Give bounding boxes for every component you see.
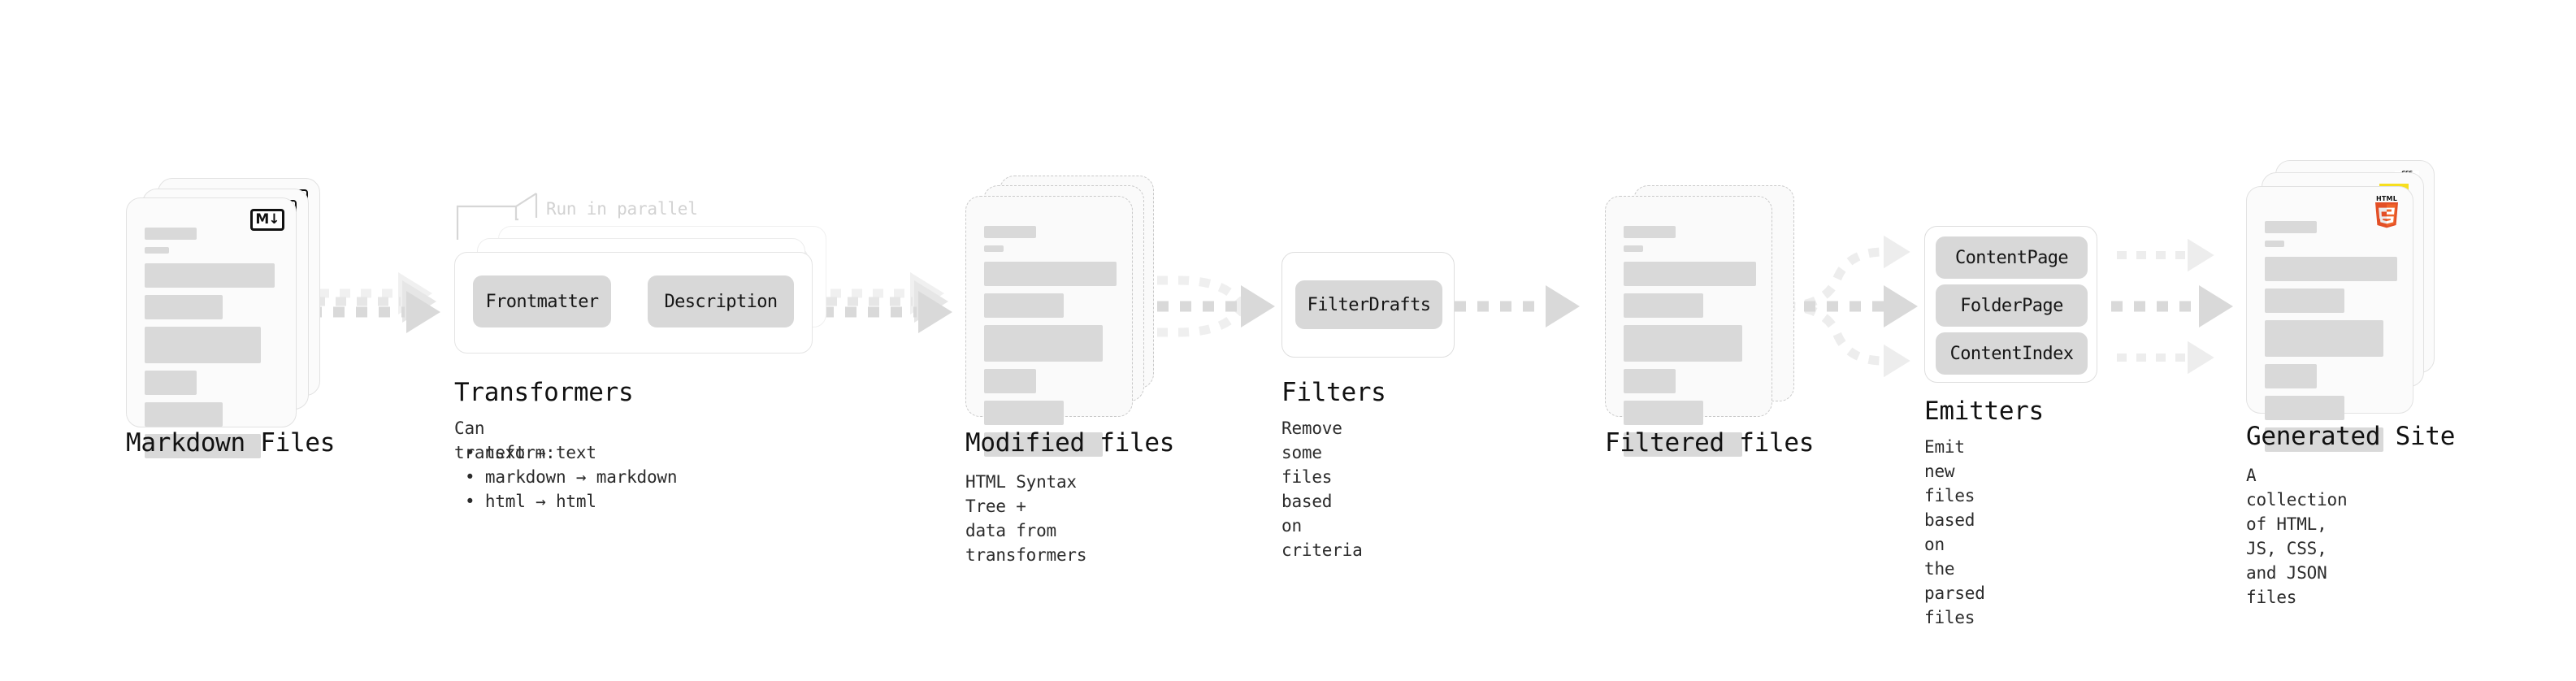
bullet-item: • markdown → markdown [465,467,678,487]
pill-contentindex[interactable]: ContentIndex [1936,332,2088,375]
arrow-modified-to-filters [1134,275,1275,337]
emitters-box: ContentPage FolderPage ContentIndex [1924,226,2097,383]
stage-label: Emitters [1924,397,2044,426]
skeleton-lines [145,228,281,466]
transform-bullet-list: • text → text • markdown → markdown • ht… [465,440,678,514]
stage-label: Filtered files [1605,428,1815,458]
pill-filterdrafts[interactable]: FilterDrafts [1295,280,1442,329]
stage-label: Transformers [454,378,634,407]
markdown-logo-icon: M↓ [250,209,284,231]
stage-desc: A collection of HTML, JS, CSS, and JSON … [2246,466,2348,607]
md-logo-text: M↓ [255,211,280,228]
site-card-front-html: HTML [2246,186,2413,452]
arrow-emitters-to-site [2111,238,2233,375]
stage-desc: Emit new files based on the parsed files [1924,437,1985,627]
stage-transformers: Run in parallel Frontmatter Descr [0,0,826,681]
filters-box: FilterDrafts [1281,252,1455,358]
skeleton-lines [984,226,1117,464]
pill-contentpage[interactable]: ContentPage [1936,236,2088,279]
bullet-item: • text → text [465,443,596,462]
skeleton-lines [2265,221,2398,459]
stage-label: Markdown Files [126,428,336,458]
filtered-card-front [1605,196,1772,457]
arrow-filtered-to-emitters [1781,235,1918,378]
arrow-transformers-to-modified [822,272,952,333]
html5-caption: HTML [2375,195,2397,202]
stage-desc: Remove some files based on criteria [1281,419,1363,560]
skeleton-lines [1624,226,1757,464]
stage-label: Modified files [965,428,1175,458]
stage-label: Generated Site [2246,422,2456,451]
bullet-item: • html → html [465,492,596,511]
stage-generated-site: CSS HTML [0,0,2455,681]
pill-frontmatter[interactable]: Frontmatter [473,275,611,327]
stage-filters: FilterDrafts Filters Remove some files b… [0,0,1455,681]
pill-description[interactable]: Description [648,275,794,327]
arrow-filters-to-filtered [1455,285,1580,327]
markdown-card-front: M↓ [126,197,297,458]
transformer-box-front: Frontmatter Description [454,252,813,354]
stage-label: Filters [1281,378,1386,407]
stage-desc: HTML Syntax Tree + data from transformer… [965,472,1087,565]
run-in-parallel-label: Run in parallel [546,199,698,219]
stage-emitters: ContentPage FolderPage ContentIndex Emit… [0,0,2097,681]
modified-card-front [965,196,1133,457]
html5-icon: HTML [2373,195,2400,229]
stage-modified-files: Modified files HTML Syntax Tree + data f… [0,0,1174,681]
stage-filtered-files: Filtered files [0,0,1814,681]
stage-markdown-files: M↓ M↓ M↓ Markdown Files [0,0,341,681]
stage-desc: Can transform: [454,419,556,462]
pill-folderpage[interactable]: FolderPage [1936,284,2088,327]
